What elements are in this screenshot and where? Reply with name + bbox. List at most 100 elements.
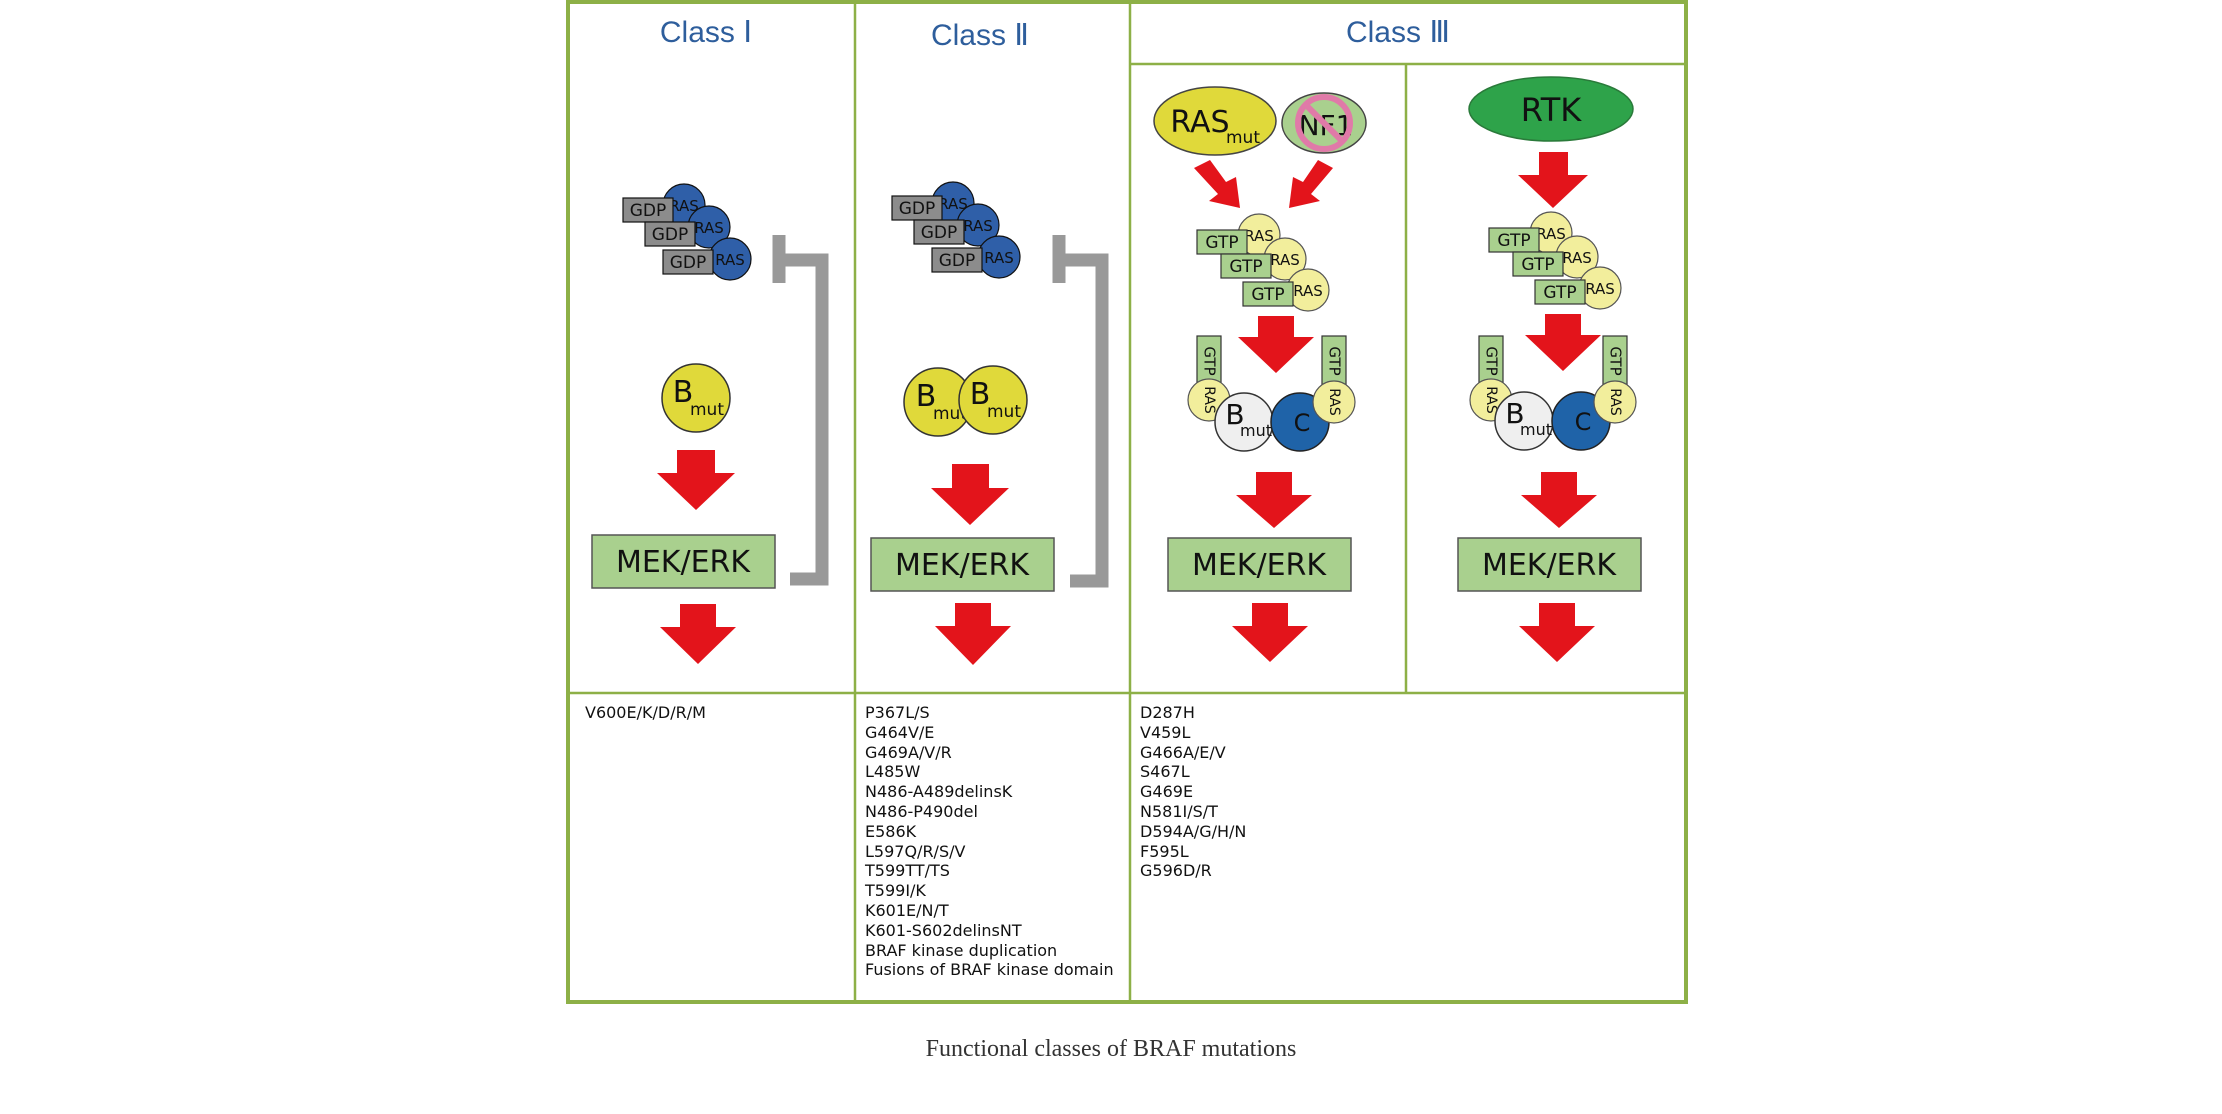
figure-caption: Functional classes of BRAF mutations xyxy=(925,1036,1297,1062)
svg-text:GTP: GTP xyxy=(1326,346,1344,375)
svg-text:RAS: RAS xyxy=(1326,388,1342,416)
svg-text:GDP: GDP xyxy=(921,223,958,243)
svg-text:mut: mut xyxy=(1226,128,1260,148)
mutation-item: L597Q/R/S/V xyxy=(865,841,966,861)
svg-text:RAS: RAS xyxy=(938,195,968,213)
mutation-item: G469A/V/R xyxy=(865,742,952,762)
svg-text:RAS: RAS xyxy=(963,217,993,235)
svg-text:RAS: RAS xyxy=(1607,388,1623,416)
class1-header: Class Ⅰ xyxy=(660,16,752,49)
class3b-ras-gtp-cluster: RAS GTP RAS GTP RAS GTP xyxy=(1488,211,1622,310)
gdp-box xyxy=(931,247,983,273)
rtk-oval: RTK xyxy=(1468,76,1634,142)
svg-text:B: B xyxy=(1505,397,1524,430)
mutation-item: D287H xyxy=(1140,703,1195,722)
svg-text:RAS: RAS xyxy=(1585,280,1615,298)
gtp-box xyxy=(1512,251,1564,277)
svg-text:B: B xyxy=(970,377,991,412)
svg-text:GTP: GTP xyxy=(1229,257,1262,277)
red-arrow-icon xyxy=(1519,603,1595,662)
gtp-box xyxy=(1478,335,1504,387)
svg-text:RAS: RAS xyxy=(1536,225,1566,243)
gtp-box xyxy=(1488,227,1540,253)
red-arrow-icon xyxy=(1238,316,1314,373)
svg-text:RAS: RAS xyxy=(1201,386,1217,414)
table-frame xyxy=(566,0,1688,1004)
svg-text:RAS: RAS xyxy=(984,249,1014,267)
mutation-item: F595L xyxy=(1140,841,1189,861)
class2-header: Class Ⅱ xyxy=(931,19,1029,52)
svg-text:RAS: RAS xyxy=(669,197,699,215)
svg-text:GDP: GDP xyxy=(652,225,689,245)
gdp-box xyxy=(913,219,965,245)
mutation-item: T599TT/TS xyxy=(865,861,950,881)
mutation-item: D594A/G/H/N xyxy=(1140,821,1247,841)
red-arrow-icon xyxy=(935,603,1011,665)
mutation-item: P367L/S xyxy=(865,703,930,722)
svg-text:mut: mut xyxy=(987,402,1021,422)
svg-text:mut: mut xyxy=(933,404,967,424)
mutation-item: V600E/K/D/R/M xyxy=(585,703,706,722)
svg-text:GTP: GTP xyxy=(1483,346,1501,375)
gtp-box xyxy=(1242,281,1294,307)
red-arrow-icon xyxy=(1289,160,1333,208)
mutation-item: BRAF kinase duplication xyxy=(865,940,1058,960)
red-arrow-icon xyxy=(1525,314,1601,371)
svg-text:RAS: RAS xyxy=(1293,282,1323,300)
svg-text:RAS: RAS xyxy=(1562,249,1592,267)
class1-mek-erk-box: MEK/ERK xyxy=(591,534,776,589)
class1-braf-monomer: B mut xyxy=(661,363,731,433)
svg-text:GDP: GDP xyxy=(630,201,667,221)
svg-text:GTP: GTP xyxy=(1521,255,1554,275)
red-arrow-icon xyxy=(1518,152,1588,208)
svg-text:RTK: RTK xyxy=(1521,91,1582,129)
gdp-box xyxy=(644,221,696,247)
mutation-item: K601E/N/T xyxy=(865,900,949,920)
svg-text:GTP: GTP xyxy=(1497,231,1530,251)
svg-text:C: C xyxy=(1575,408,1592,436)
svg-text:RAS: RAS xyxy=(1483,386,1499,414)
svg-text:C: C xyxy=(1294,409,1311,437)
mutation-item: T599I/K xyxy=(865,881,926,901)
svg-text:RAS: RAS xyxy=(715,251,745,269)
mutation-item: L485W xyxy=(865,762,921,782)
mutation-item: G464V/E xyxy=(865,722,935,742)
class3a-braf-craf-heterodimer: GTP RAS B mut C GTP RAS xyxy=(1187,335,1356,452)
svg-text:MEK/ERK: MEK/ERK xyxy=(895,548,1030,583)
mutation-item: N486-A489delinsK xyxy=(865,782,1013,802)
svg-text:GDP: GDP xyxy=(899,199,936,219)
svg-text:GDP: GDP xyxy=(939,251,976,271)
svg-text:MEK/ERK: MEK/ERK xyxy=(616,545,751,580)
nf1-oval: NF1 xyxy=(1281,92,1367,154)
svg-text:GTP: GTP xyxy=(1543,283,1576,303)
svg-text:RAS: RAS xyxy=(1244,227,1274,245)
class1-mutation-list: V600E/K/D/R/M xyxy=(585,703,706,723)
ras-active xyxy=(1593,380,1637,424)
class3b-braf-craf-heterodimer: GTP RAS B mut C GTP RAS xyxy=(1469,335,1637,451)
nf1-loss-icon xyxy=(1295,94,1353,152)
red-arrow-icon xyxy=(1232,603,1308,662)
feedback-inhibition-icon xyxy=(776,253,829,586)
red-arrow-icon xyxy=(657,450,735,510)
class3a-ras-gtp-cluster: RAS GTP RAS GTP RAS GTP xyxy=(1196,213,1330,312)
ras-active xyxy=(1312,380,1356,424)
class3a-mek-erk-box: MEK/ERK xyxy=(1167,537,1352,592)
mutation-item: V459L xyxy=(1140,722,1191,742)
mutation-item: E586K xyxy=(865,821,917,841)
svg-text:MEK/ERK: MEK/ERK xyxy=(1192,548,1327,583)
svg-text:B: B xyxy=(916,379,937,414)
red-arrow-icon xyxy=(1236,472,1312,528)
class3b-mek-erk-box: MEK/ERK xyxy=(1457,537,1642,592)
red-arrow-icon xyxy=(660,604,736,664)
svg-text:mut: mut xyxy=(1520,420,1552,439)
gtp-box xyxy=(1321,335,1347,387)
svg-text:GTP: GTP xyxy=(1251,285,1284,305)
red-arrow-icon xyxy=(1194,160,1240,208)
mutation-item: G469E xyxy=(1140,782,1194,802)
feedback-inhibition-icon xyxy=(1056,253,1109,588)
svg-text:RAS: RAS xyxy=(1270,251,1300,269)
class2-mek-erk-box: MEK/ERK xyxy=(870,537,1055,592)
